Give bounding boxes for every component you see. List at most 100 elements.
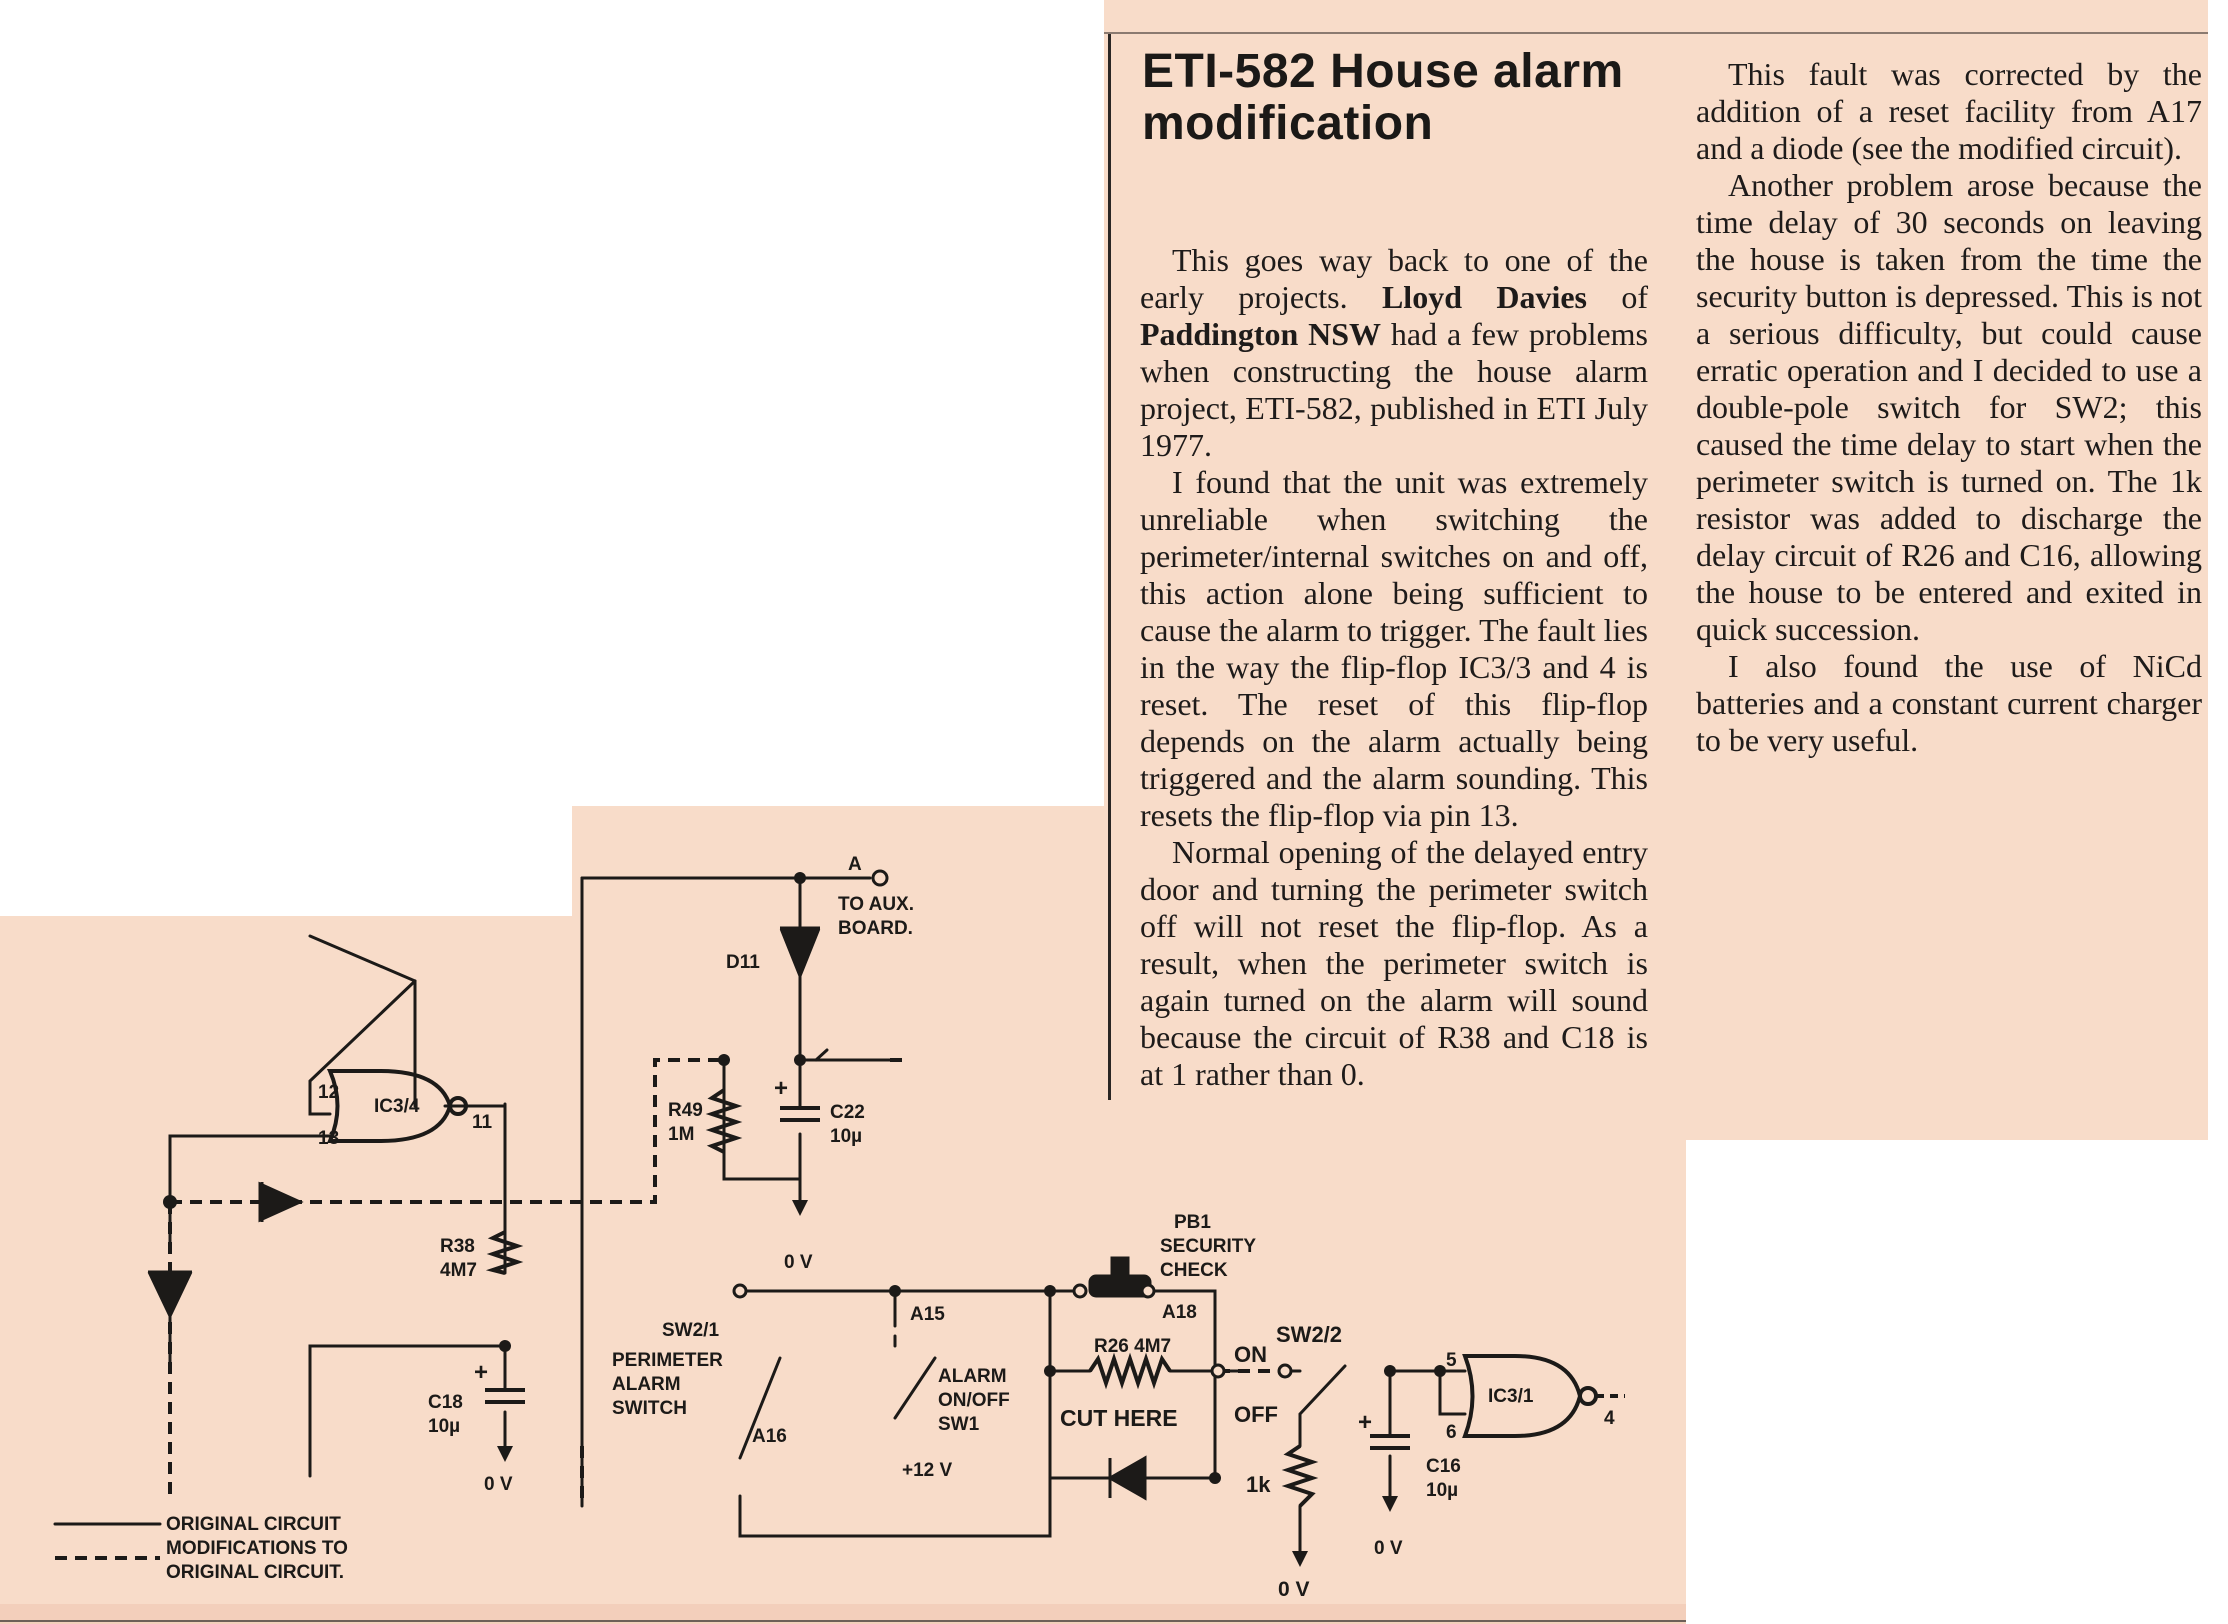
article-column-1: This goes way back to one of the early p…	[1140, 242, 1648, 1093]
label-c16: C16	[1426, 1456, 1461, 1477]
resistor-r38	[485, 1230, 524, 1275]
terminal	[1210, 1363, 1226, 1379]
article-paragraph: Normal opening of the delayed entry door…	[1140, 834, 1648, 1092]
label-pin11: 11	[472, 1112, 493, 1133]
wire-cross	[308, 934, 417, 983]
label-ic31: IC3/1	[1488, 1386, 1534, 1407]
bottom-strip	[0, 1604, 1686, 1624]
wire-c16	[1386, 1369, 1467, 1498]
label-c22-value: 10µ	[830, 1126, 862, 1147]
gate-ic34	[326, 1069, 453, 1143]
label-r49-value: 1M	[668, 1124, 694, 1145]
label-alarm-sw: ALARM	[938, 1366, 1007, 1387]
node-a-terminal	[871, 869, 889, 887]
label-a16: A16	[752, 1426, 787, 1447]
label-r38-value: 4M7	[440, 1260, 477, 1281]
junction	[718, 1054, 730, 1066]
junction	[1044, 1365, 1056, 1377]
label-c16-value: 10µ	[1426, 1480, 1458, 1501]
article-paper	[1104, 0, 2208, 1140]
label-sw22: SW2/2	[1276, 1322, 1342, 1347]
gate-ic31	[1462, 1354, 1583, 1438]
author-name: Lloyd Davies	[1381, 279, 1587, 315]
label-plus-12v: +12 V	[902, 1460, 953, 1481]
ground-arrow	[497, 1446, 513, 1462]
mod-wire-misc	[890, 1058, 1285, 1373]
junction	[794, 872, 806, 884]
label-pin12: 12	[318, 1082, 339, 1103]
junction	[499, 1340, 511, 1352]
label-cut-here: CUT HERE	[1060, 1405, 1178, 1431]
label-c18: C18	[428, 1392, 463, 1413]
label-c18-value: 10µ	[428, 1416, 460, 1437]
article-paragraph: I also found the use of NiCd batteries a…	[1696, 648, 2202, 758]
diode-bottom	[1106, 1455, 1147, 1501]
label-to-aux: BOARD.	[838, 918, 913, 939]
top-rule	[1104, 32, 2208, 34]
author-place: Paddington NSW	[1140, 316, 1382, 352]
label-pin13: 13	[318, 1128, 339, 1149]
label-to-aux: TO AUX.	[838, 894, 914, 915]
wire-top	[580, 876, 872, 1202]
legend-modifications: ORIGINAL CIRCUIT.	[166, 1562, 344, 1583]
label-switch: SWITCH	[612, 1398, 687, 1419]
legend-original: ORIGINAL CIRCUIT	[166, 1514, 341, 1535]
label-onoff: ON/OFF	[938, 1390, 1010, 1411]
gate-ic34-bubble	[448, 1096, 468, 1116]
article-paragraph: This fault was corrected by the addition…	[1696, 56, 2202, 166]
label-perimeter: PERIMETER	[612, 1350, 723, 1371]
resistor-1k	[1281, 1444, 1319, 1508]
junction	[163, 1195, 177, 1209]
terminal	[732, 1283, 748, 1299]
resistor-r49	[705, 1088, 743, 1154]
terminal	[1072, 1283, 1088, 1299]
ground-arrow	[1292, 1551, 1308, 1567]
label-plus: +	[774, 1075, 788, 1102]
wire-d11	[798, 1048, 892, 1062]
label-0v: 0 V	[484, 1474, 513, 1495]
capacitors	[485, 1106, 1410, 1450]
label-plus: +	[1358, 1409, 1372, 1436]
wire-r26	[1048, 1369, 1217, 1480]
label-pb1: PB1	[1174, 1212, 1211, 1233]
terminal	[1277, 1363, 1293, 1379]
wire-sw22	[1216, 1364, 1347, 1553]
label-sw21: SW2/1	[662, 1320, 719, 1341]
diode-d11	[779, 929, 821, 981]
circuit-schematic: A TO AUX. BOARD. D11 IC3/4 12 13 11 R49 …	[53, 854, 1625, 1601]
junction	[889, 1285, 901, 1297]
article-lead-paragraph: This goes way back to one of the early p…	[1140, 242, 1649, 463]
article-paragraph: I found that the unit was extremely unre…	[1140, 464, 1648, 833]
label-0v: 0 V	[1278, 1578, 1310, 1601]
junction	[1434, 1365, 1446, 1377]
label-a15: A15	[910, 1304, 945, 1325]
label-c22: C22	[830, 1102, 865, 1123]
article-column-2: This fault was corrected by the addition…	[1696, 56, 2202, 759]
label-0v: 0 V	[784, 1252, 813, 1273]
article-headline: ETI-582 House alarm modification	[1142, 45, 1624, 150]
label-r49: R49	[668, 1100, 703, 1121]
label-check: CHECK	[1160, 1260, 1228, 1281]
label-on: ON	[1234, 1342, 1267, 1367]
pushbutton-pb1-stem	[1110, 1256, 1130, 1282]
terminal	[1140, 1283, 1156, 1299]
label-sw1: SW1	[938, 1414, 980, 1435]
gate-ic31-bubble	[1578, 1386, 1598, 1406]
label-ic34: IC3/4	[374, 1096, 420, 1117]
label-node-a: A	[848, 854, 862, 875]
junction	[1384, 1365, 1396, 1377]
diode-reset	[258, 1181, 304, 1223]
label-alarm: ALARM	[612, 1374, 681, 1395]
junction	[1044, 1285, 1056, 1297]
label-pin5: 5	[1446, 1350, 1457, 1371]
ground-arrow	[792, 1200, 808, 1216]
label-r38: R38	[440, 1236, 475, 1257]
label-0v: 0 V	[1374, 1538, 1403, 1559]
label-a18: A18	[1162, 1302, 1197, 1323]
ground-arrow	[1382, 1496, 1398, 1512]
label-r26: R26 4M7	[1094, 1336, 1171, 1357]
column-rule	[1108, 34, 1111, 1100]
article-paragraph: Another problem arose because the time d…	[1696, 167, 2202, 647]
resistor-r26	[1088, 1352, 1172, 1390]
legend-modifications: MODIFICATIONS TO	[166, 1538, 348, 1559]
